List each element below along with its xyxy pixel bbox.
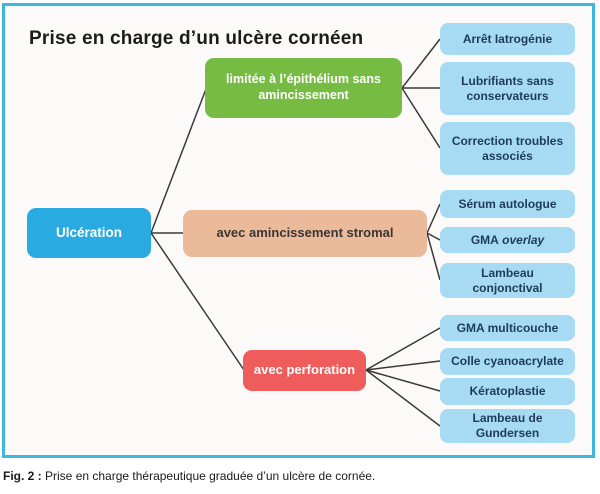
caption-label: Fig. 2 : <box>3 469 42 483</box>
node-branch-epithelium: limitée à l’épithélium sans amincissemen… <box>205 58 402 118</box>
edge-stromal-leaf4 <box>426 203 441 234</box>
edge-root-perforation <box>150 232 245 371</box>
leaf-colle-cyanoacrylate: Colle cyanoacrylate <box>440 348 575 375</box>
leaf-lambeau-conjonctival: Lambeau conjonctival <box>440 263 575 298</box>
edge-stromal-leaf6 <box>426 232 441 281</box>
edge-perforation-leaf8 <box>365 360 441 371</box>
figure-title: Prise en charge d’un ulcère cornéen <box>29 28 364 49</box>
node-ulceration: Ulcération <box>27 208 151 258</box>
edge-root-epithelium <box>150 88 207 234</box>
leaf-arret-iatrogenie: Arrêt Iatrogénie <box>440 23 575 55</box>
node-branch-perforation: avec perforation <box>243 350 366 391</box>
leaf-keratoplastie: Kératoplastie <box>440 378 575 405</box>
node-branch-stromal: avec amincissement stromal <box>183 210 427 257</box>
edge-stromal-leaf5 <box>426 232 441 241</box>
leaf-gma-multicouche: GMA multicouche <box>440 315 575 341</box>
caption-text: Prise en charge thérapeutique graduée d’… <box>45 469 376 483</box>
edge-perforation-leaf7 <box>365 327 441 371</box>
leaf-gma-overlay-main: GMA <box>470 232 503 247</box>
leaf-gma-overlay: GMA overlay <box>440 227 575 253</box>
leaf-lambeau-gundersen: Lambeau de Gundersen <box>440 409 575 443</box>
leaf-gma-overlay-italic: overlay <box>502 232 545 247</box>
leaf-correction-troubles: Correction troubles associés <box>440 122 575 175</box>
edge-epithelium-leaf1 <box>401 38 441 89</box>
figure-caption: Fig. 2 : Prise en charge thérapeutique g… <box>3 469 375 483</box>
edge-perforation-leaf9 <box>365 369 441 392</box>
leaf-serum-autologue: Sérum autologue <box>440 190 575 218</box>
edge-epithelium-leaf3 <box>401 87 441 149</box>
edge-perforation-leaf10 <box>365 369 441 427</box>
leaf-lubrifiants: Lubrifiants sans conservateurs <box>440 62 575 115</box>
